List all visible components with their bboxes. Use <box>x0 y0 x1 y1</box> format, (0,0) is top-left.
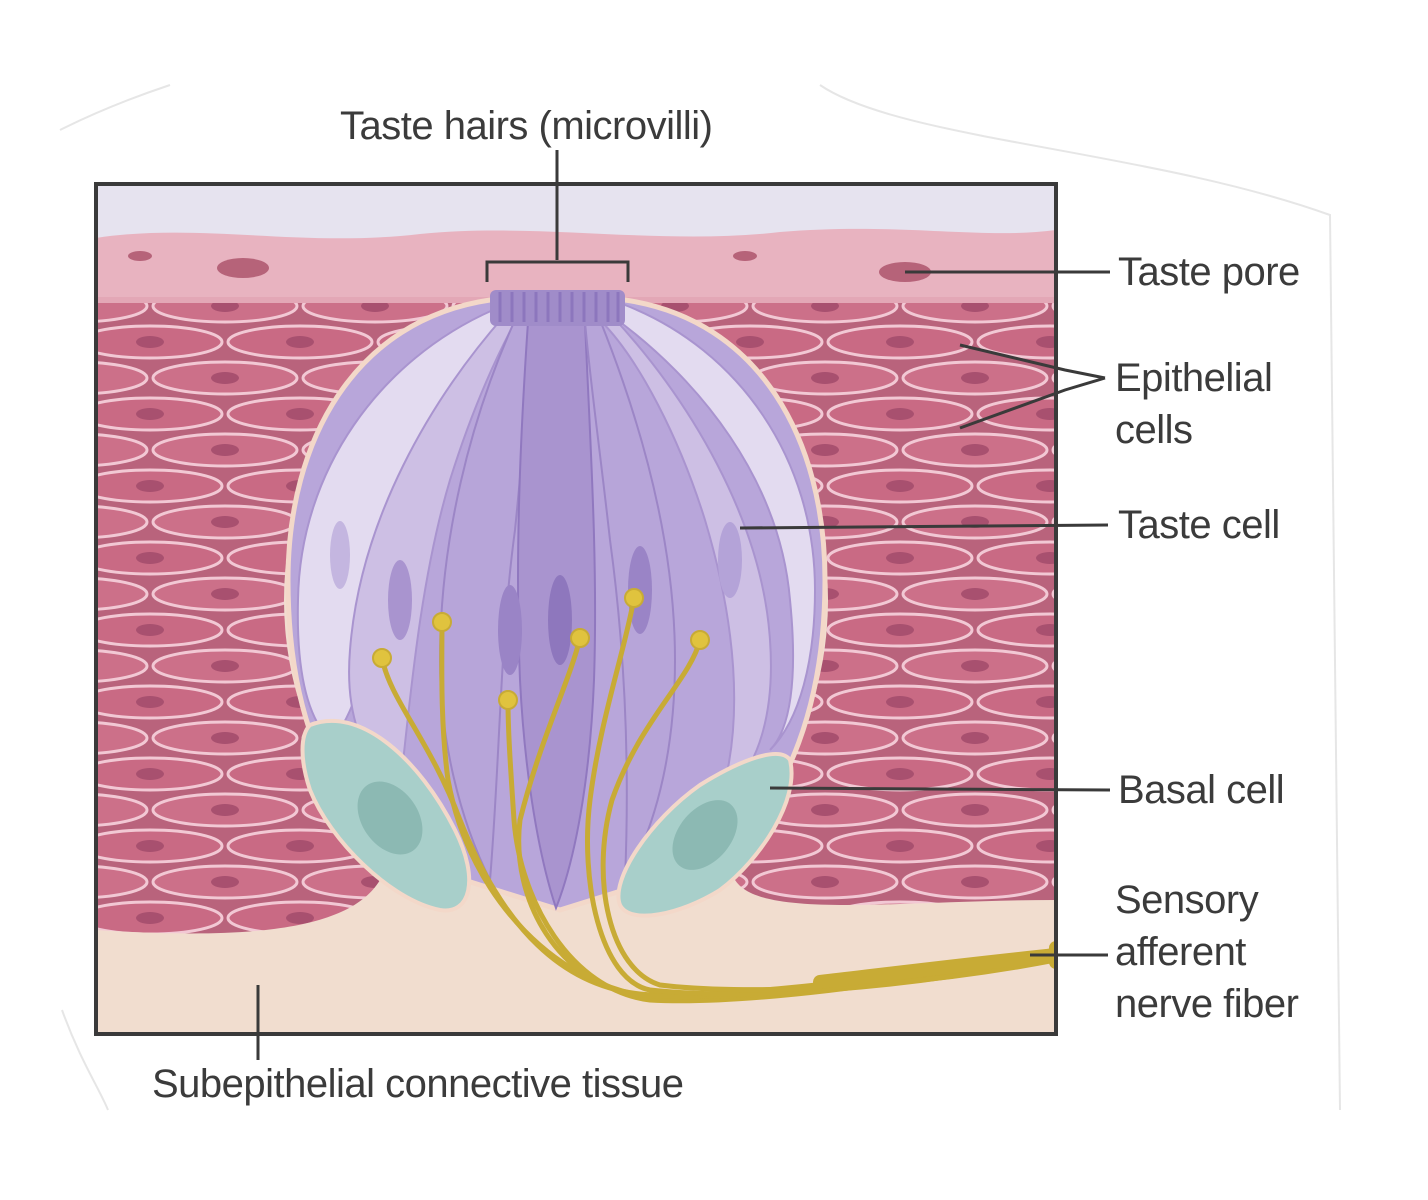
label-basal-cell: Basal cell <box>1118 768 1285 812</box>
surface-pore <box>733 251 757 261</box>
diagram-frame <box>94 182 1058 1036</box>
taste-hairs-microvilli <box>490 290 625 326</box>
mucosa-band <box>96 228 1056 300</box>
label-taste-hairs: Taste hairs (microvilli) <box>340 104 713 148</box>
label-subepithelial-connective-tissue: Subepithelial connective tissue <box>152 1062 684 1106</box>
label-taste-cell: Taste cell <box>1118 503 1280 547</box>
surface-pore <box>217 258 269 278</box>
label-epithelial-cells: Epithelial cells <box>1115 356 1273 452</box>
taste-cell <box>610 303 817 751</box>
background-outline <box>819 84 1341 1111</box>
label-sensory-afferent-nerve-fiber: Sensory afferent nerve fiber <box>1115 878 1299 1026</box>
label-taste-pore: Taste pore <box>1118 250 1300 294</box>
sensory-nerve-fibers <box>379 595 1056 1004</box>
background-outline <box>59 84 171 131</box>
nerve-endings <box>372 588 710 710</box>
leader-lines <box>256 150 1111 1060</box>
surface-pore <box>128 251 152 261</box>
background-outline <box>61 1009 109 1111</box>
